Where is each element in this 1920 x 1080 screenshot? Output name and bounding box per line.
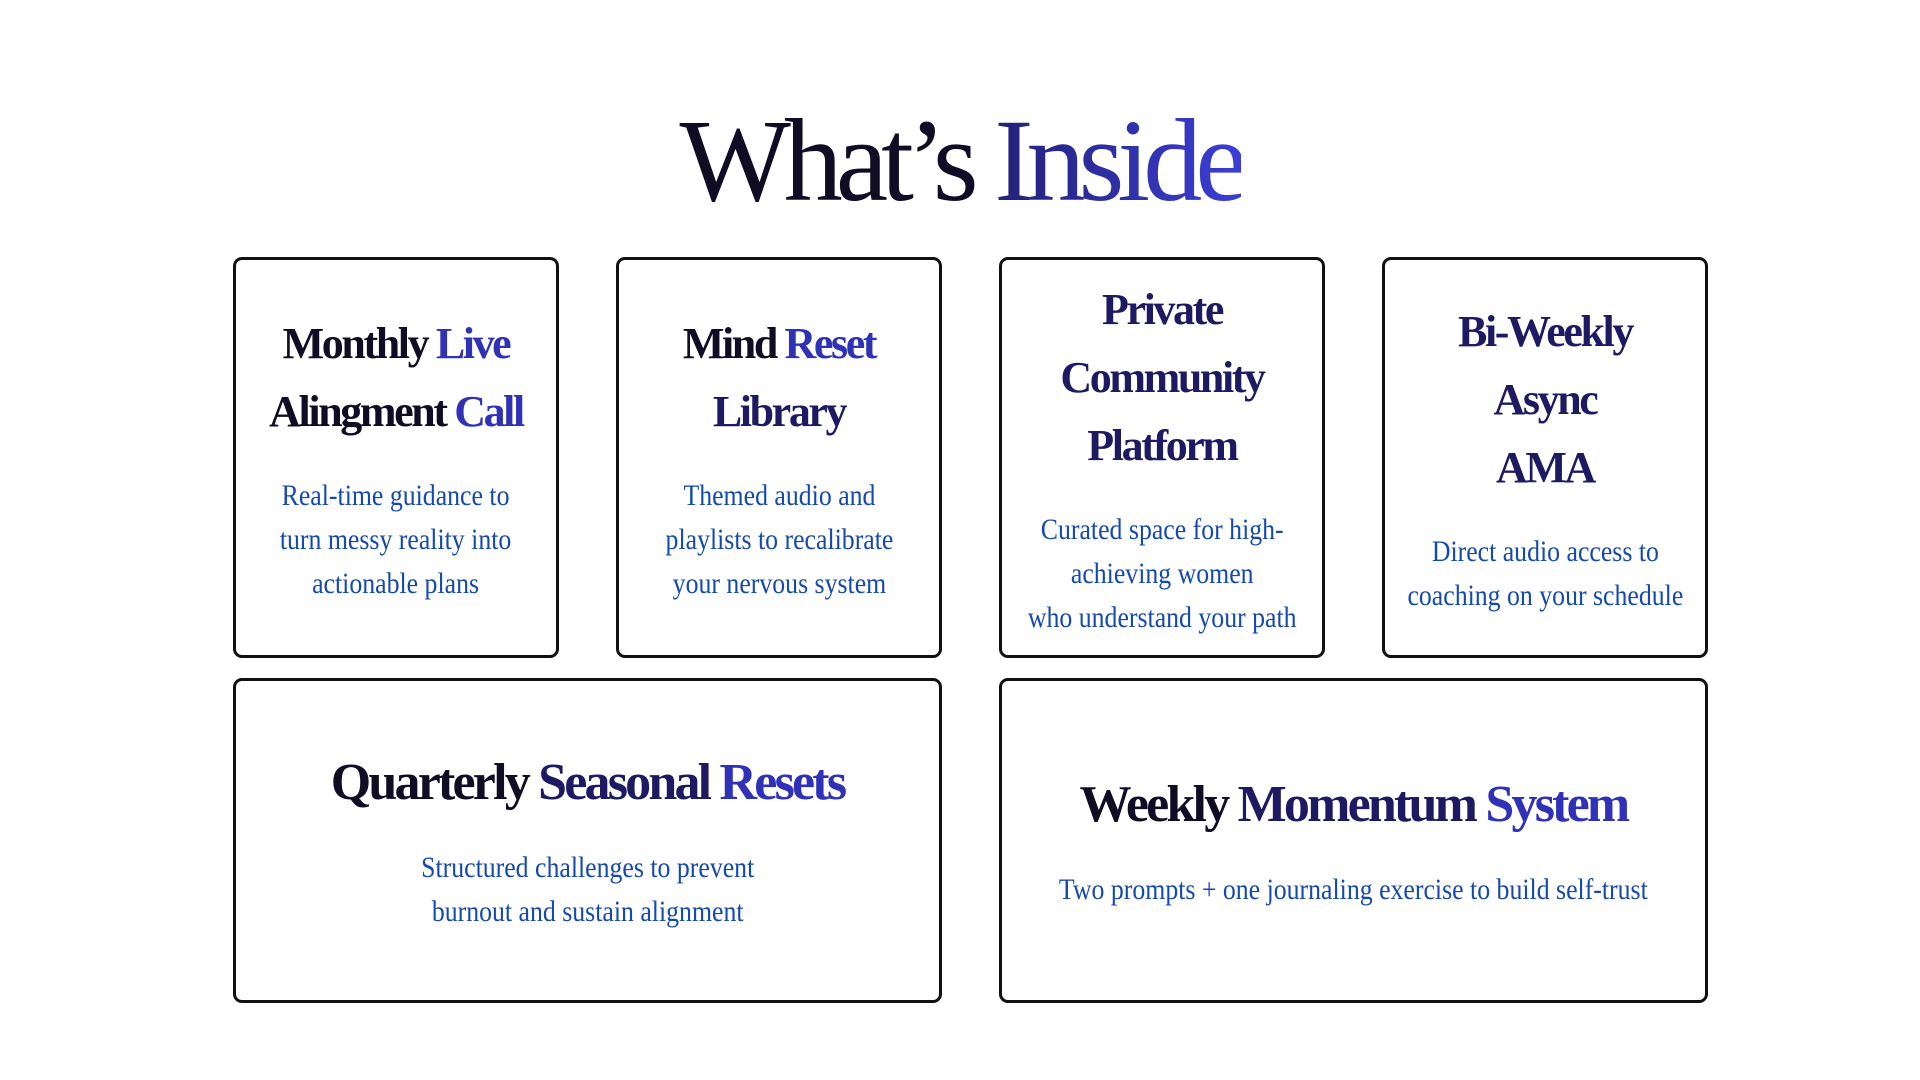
card-description-line: achieving women [1070, 556, 1254, 590]
card-description-line: Two prompts + one journaling exercise to… [1059, 872, 1648, 906]
card-title-line: Monthly Live [269, 310, 523, 378]
card-title-word: Mind [682, 318, 779, 368]
card-title-line: Private [1060, 276, 1263, 344]
card-description: Real-time guidance to turn messy reality… [280, 474, 511, 606]
card-title-word: System [1485, 775, 1630, 833]
card-description-line: Curated space for high- [1040, 512, 1284, 546]
card-description: Direct audio access to coaching on your … [1407, 530, 1683, 618]
card-title-line: Weekly Momentum System [1079, 770, 1631, 840]
card-weekly-momentum-system: Weekly Momentum System Two prompts + one… [999, 678, 1708, 1003]
card-title-line: Community [1060, 344, 1266, 412]
card-description-line: Real-time guidance to [282, 478, 510, 512]
card-title-word: Momentum [1237, 775, 1478, 833]
card-title-line: Quarterly Seasonal Resets [330, 748, 847, 818]
card-title-line: Platform [1060, 412, 1263, 480]
card-title-word: Quarterly [330, 753, 531, 811]
card-description-line: your nervous system [672, 566, 886, 600]
card-bi-weekly-async-ama: Bi-Weekly Async AMA Direct audio access … [1382, 257, 1708, 658]
card-title-line: AMA [1458, 434, 1632, 502]
card-title-word: Reset [784, 318, 878, 368]
card-description-line: playlists to recalibrate [665, 522, 893, 556]
card-title-word: AMA [1496, 442, 1596, 492]
page-title: What’s Inside [0, 96, 1920, 226]
card-title-word: Community [1060, 352, 1266, 402]
card-description-line: who understand your path [1027, 600, 1297, 634]
card-quarterly-seasonal-resets: Quarterly Seasonal Resets Structured cha… [233, 678, 942, 1003]
card-description-line: burnout and sustain alignment [431, 894, 744, 928]
card-description: Two prompts + one journaling exercise to… [1059, 868, 1648, 912]
card-mind-reset-library: Mind Reset Library Themed audio and play… [616, 257, 942, 658]
card-monthly-live-alignment-call: Monthly Live Alingment Call Real-time gu… [233, 257, 559, 658]
card-title-word: Weekly [1079, 775, 1231, 833]
card-description-line: actionable plans [312, 566, 480, 600]
card-title: Monthly Live Alingment Call [269, 310, 525, 446]
card-title-word: Alingment [269, 386, 448, 436]
card-description-line: Themed audio and [682, 478, 875, 512]
card-description-line: Structured challenges to prevent [420, 850, 755, 884]
card-description: Structured challenges to prevent burnout… [421, 846, 754, 934]
card-description: Themed audio and playlists to recalibrat… [665, 474, 893, 606]
card-description-line: coaching on your schedule [1407, 578, 1683, 612]
card-title-word: Private [1101, 284, 1224, 334]
card-title-word: Platform [1087, 420, 1239, 470]
card-title-line: Bi-Weekly [1458, 298, 1634, 366]
card-private-community-platform: Private Community Platform Curated space… [999, 257, 1325, 658]
card-title-word: Monthly [282, 318, 430, 368]
card-description-line: Direct audio access to [1431, 534, 1659, 568]
card-title: Quarterly Seasonal Resets [330, 748, 847, 818]
card-title: Weekly Momentum System [1079, 770, 1631, 840]
card-title-word: Call [454, 386, 525, 436]
card-title: Private Community Platform [1060, 276, 1266, 480]
card-description: Curated space for high- achieving women … [1028, 508, 1297, 640]
page-title-accent-word: Inside [994, 95, 1247, 226]
card-title-line: Mind Reset [682, 310, 878, 378]
card-title-word: Resets [719, 753, 847, 811]
card-title-line: Library [683, 378, 875, 446]
card-title-word: Seasonal [538, 753, 712, 811]
page-title-dark-word: What’s [679, 95, 978, 226]
card-title-word: Bi-Weekly [1458, 306, 1634, 356]
card-title-word: Live [435, 318, 512, 368]
card-title-line: Async [1458, 366, 1632, 434]
card-description-line: turn messy reality into [280, 522, 512, 556]
card-title: Bi-Weekly Async AMA [1458, 298, 1634, 502]
card-title: Mind Reset Library [682, 310, 878, 446]
card-title-word: Async [1493, 374, 1599, 424]
card-title-word: Library [712, 386, 848, 436]
card-title-line: Alingment Call [269, 378, 525, 446]
